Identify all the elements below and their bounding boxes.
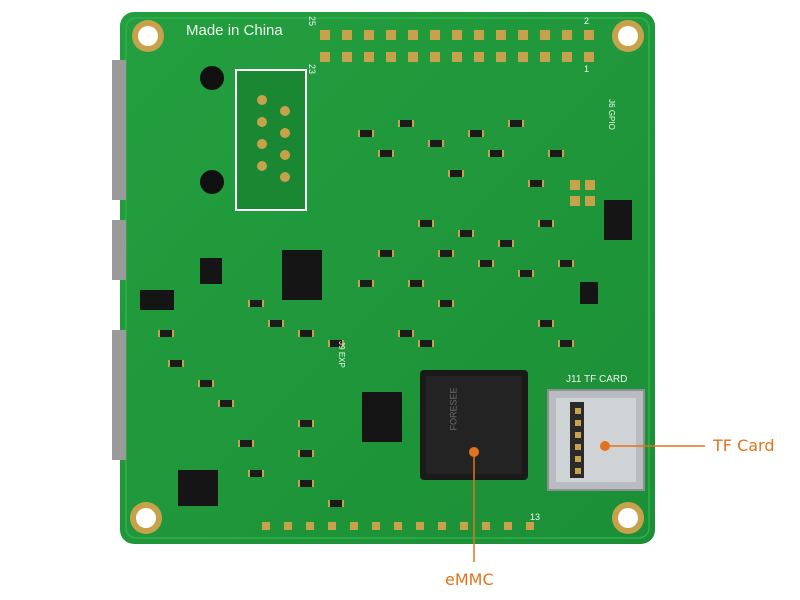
- j6-gpio-label: J6 GPIO: [606, 99, 616, 130]
- smd-components: [158, 120, 574, 507]
- gpio-header-pads: [320, 30, 594, 62]
- tf-slot-silk-label: J11 TF CARD: [566, 374, 628, 385]
- edge-connector-bottom: [112, 330, 126, 460]
- edge-connector-top: [112, 60, 126, 200]
- emmc-label: eMMC: [445, 570, 494, 589]
- pin-number-1: 1: [584, 64, 590, 74]
- edge-connector-mid: [112, 220, 126, 280]
- tf-card-slot: [547, 389, 645, 491]
- callout-emmc: [469, 447, 479, 562]
- j6-gpio-pads: [570, 180, 595, 206]
- component-round-2: [200, 170, 224, 194]
- emmc-chip-text: FORESEE: [448, 387, 459, 431]
- ic-chip-bottom: [362, 392, 402, 442]
- component-round-1: [200, 66, 224, 90]
- bottom-header-pads: [262, 522, 534, 530]
- power-component: [178, 470, 218, 506]
- pin-number-13: 13: [530, 512, 541, 522]
- transistor-2: [140, 290, 174, 310]
- pin-number-2: 2: [584, 16, 590, 26]
- transistor-1: [200, 258, 222, 284]
- ethernet-connector: [235, 69, 307, 211]
- transistor-3: [580, 282, 598, 304]
- ic-chip-right: [604, 200, 632, 240]
- ic-chip-left: [282, 250, 322, 300]
- pin-number-23: 23: [307, 63, 318, 75]
- pin-number-25: 25: [307, 15, 318, 27]
- callout-tf-card: [600, 441, 705, 451]
- made-in-china-text: Made in China: [186, 22, 283, 39]
- j9-exp-label: J9 EXP: [336, 341, 346, 368]
- mounting-holes: [130, 20, 644, 534]
- tf-card-label: TF Card: [713, 436, 775, 455]
